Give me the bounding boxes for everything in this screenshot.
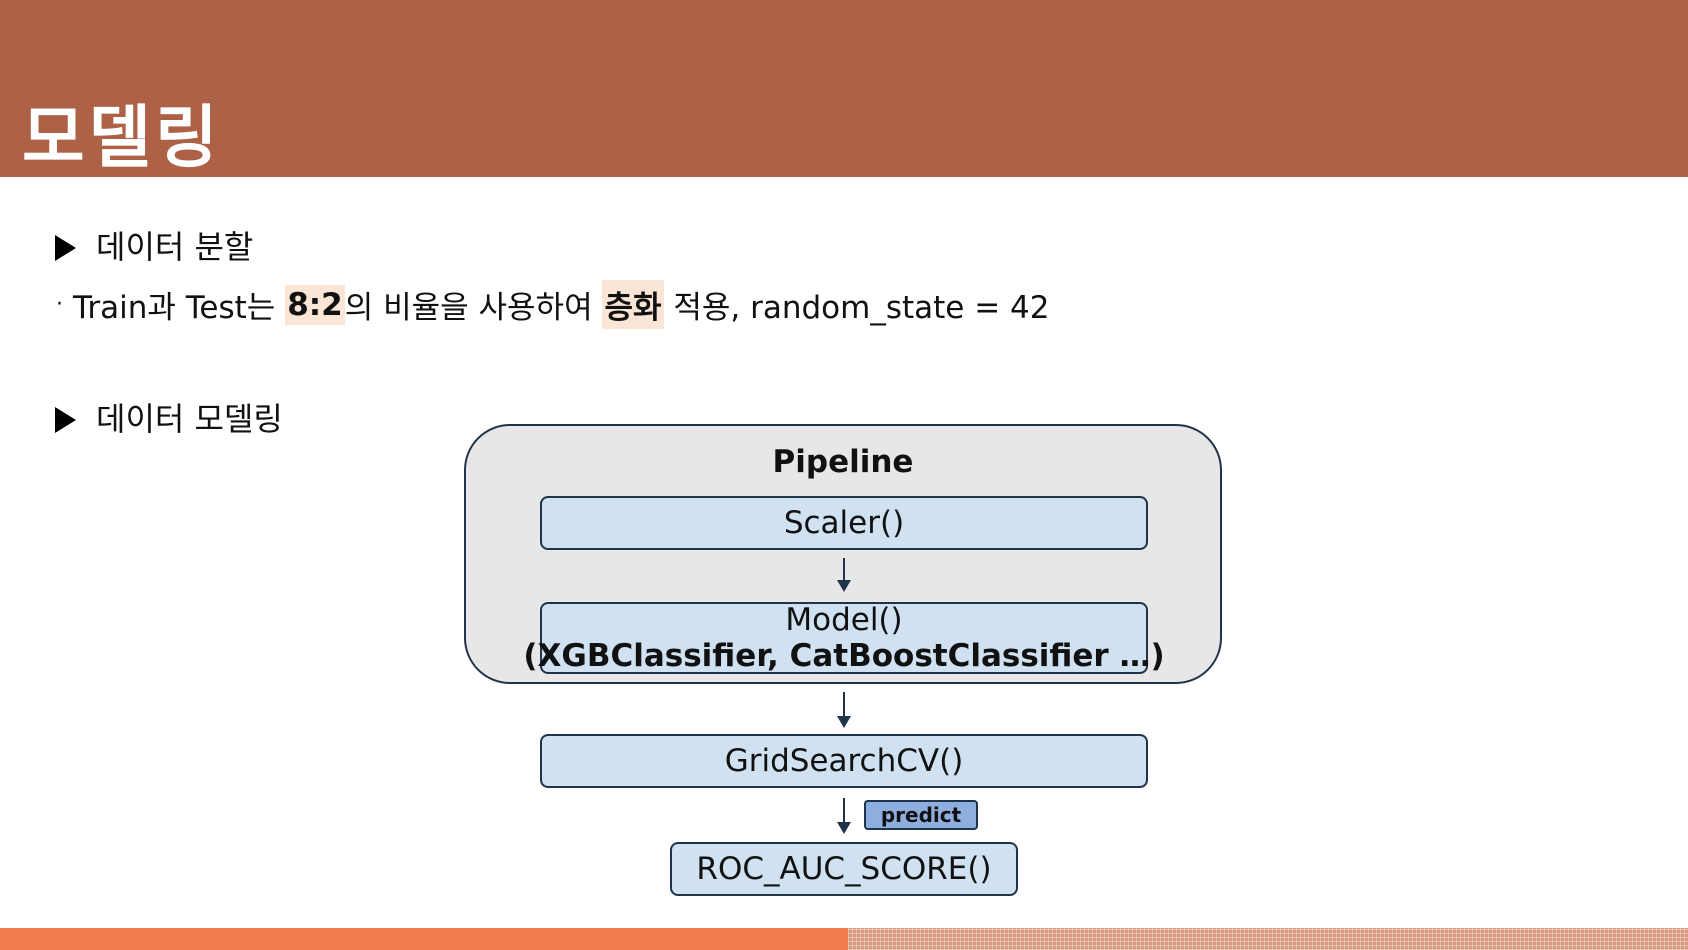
model-classifiers-label: (XGBClassifier, CatBoostClassifier …) <box>523 638 1165 674</box>
split-text-3: 적용, random_state = 42 <box>663 290 1050 326</box>
arrow-gridsearch-to-score <box>837 798 851 834</box>
score-label: ROC_AUC_SCORE() <box>696 851 992 887</box>
triangle-bullet-icon <box>55 235 76 261</box>
title-bar: 모델링 <box>0 0 1688 178</box>
split-text-1: Train과 Test는 <box>73 290 286 326</box>
stratify-highlight: 층화 <box>602 280 664 329</box>
split-ratio-highlight: 8:2 <box>285 284 345 325</box>
section-data-split-heading: 데이터 분할 <box>55 222 253 268</box>
model-label: Model() <box>785 602 903 638</box>
gridsearch-label: GridSearchCV() <box>724 743 964 779</box>
arrow-pipeline-to-gridsearch <box>837 692 851 728</box>
roc-auc-score-box: ROC_AUC_SCORE() <box>670 842 1018 896</box>
page-title: 모델링 <box>22 99 222 178</box>
split-description: · Train과 Test는 8:2 의 비율을 사용하여 층화 적용, ran… <box>56 280 1050 329</box>
section-data-modeling-heading: 데이터 모델링 <box>55 394 283 440</box>
pipeline-title: Pipeline <box>772 444 914 480</box>
predict-badge: predict <box>864 800 978 830</box>
arrow-scaler-to-model <box>837 558 851 592</box>
scaler-box: Scaler() <box>540 496 1148 550</box>
triangle-bullet-icon <box>55 407 76 433</box>
model-box: Model() (XGBClassifier, CatBoostClassifi… <box>523 602 1165 674</box>
split-text-2: 의 비율을 사용하여 <box>344 290 603 326</box>
footer-bar-left <box>0 928 848 950</box>
section-heading-text: 데이터 모델링 <box>96 400 283 438</box>
gridsearch-box: GridSearchCV() <box>540 734 1148 788</box>
dot-bullet: · <box>56 292 63 317</box>
footer-bar-right-pattern <box>848 928 1688 950</box>
section-heading-text: 데이터 분할 <box>96 228 254 266</box>
scaler-label: Scaler() <box>783 505 905 541</box>
